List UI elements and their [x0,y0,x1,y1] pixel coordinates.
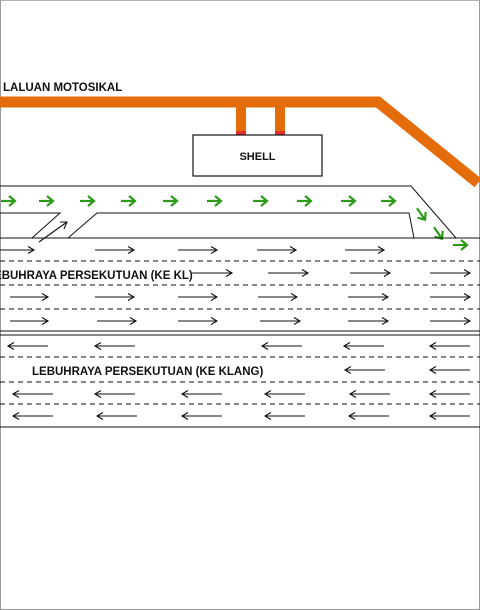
lane-arrow [180,390,222,398]
lane-arrow [345,246,386,254]
route-arrow [297,195,313,207]
shell-station-label: SHELL [239,151,275,163]
station-connector-left [236,107,246,131]
lane-arrow [263,412,305,420]
lane-arrow [430,317,472,325]
station-connector-right-tip [275,131,285,135]
lane-arrow [268,269,310,277]
lane-arrow [95,246,136,254]
lane-arrow [348,390,390,398]
lane-arrow [95,293,136,301]
route-arrow [163,195,179,207]
lane-arrow [10,317,50,325]
lane-arrow [430,293,472,301]
lane-arrow [428,412,470,420]
route-arrow [416,207,427,222]
lane-arrow [11,412,53,420]
lane-arrow [350,269,392,277]
station-connector-right [275,107,285,131]
lane-arrow [0,246,36,254]
lane-arrow [428,390,470,398]
route-arrow [433,226,444,241]
route-arrow [39,195,55,207]
lane-arrow [258,293,299,301]
lane-arrow [10,293,50,301]
lane-arrow [347,412,389,420]
lane-arrow [192,269,234,277]
route-arrow [121,195,137,207]
route-arrow [80,195,96,207]
traffic-island-left [0,212,62,239]
lane-arrow [342,342,384,350]
route-arrow [207,195,223,207]
lane-arrow [180,412,222,420]
road-label-to-kl: LEBUHRAYA PERSEKUTUAN (KE KL) [0,270,193,282]
lane-arrow [257,246,298,254]
lane-arrow [93,342,135,350]
lane-arrow [263,390,305,398]
lane-arrow [93,390,135,398]
shell-station [192,134,323,177]
lane-arrow [11,390,53,398]
road-label-to-klang: LEBUHRAYA PERSEKUTUAN (KE KLANG) [32,366,263,378]
motorcycle-lane-label: LALUAN MOTOSIKAL [3,82,122,94]
lane-arrow [178,317,219,325]
lane-arrow [95,412,137,420]
route-arrow [341,195,357,207]
lane-arrow [178,293,219,301]
route-arrow [1,195,17,207]
merge-arrow [38,221,68,243]
station-connector-left-tip [236,131,246,135]
lane-arrow [348,293,390,301]
lane-arrow [348,317,390,325]
lane-arrow [343,366,385,374]
traffic-island-right [66,212,415,239]
route-arrow [381,195,397,207]
motorcycle-lane [0,96,480,188]
lane-arrow [6,342,48,350]
lane-arrow [260,342,302,350]
lane-arrow [260,317,302,325]
lane-arrow [178,246,219,254]
route-arrow [453,239,469,251]
lane-arrow [430,269,472,277]
route-arrow [253,195,269,207]
lane-arrow [97,317,138,325]
traffic-arrows [0,246,472,420]
route-arrows [1,195,469,251]
lane-arrow [428,342,470,350]
lane-arrow [428,366,470,374]
